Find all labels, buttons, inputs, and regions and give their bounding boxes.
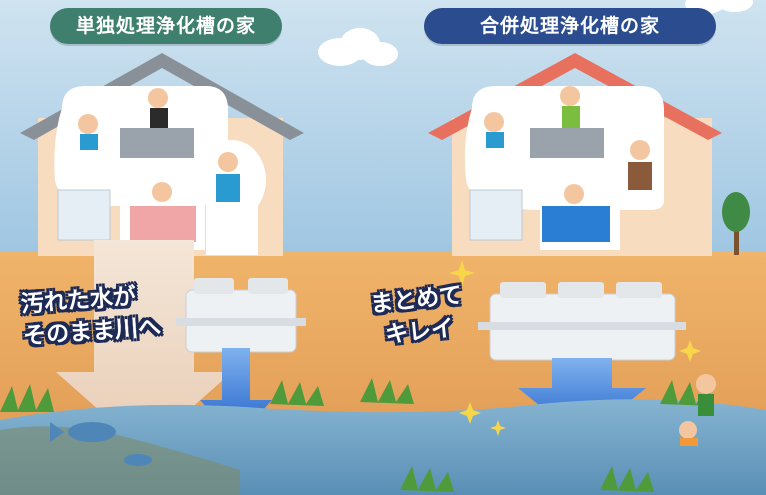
cloud	[318, 0, 753, 66]
bathtub	[130, 206, 196, 242]
person-icon	[78, 114, 98, 134]
kitchen-sink	[530, 128, 604, 158]
person-icon	[218, 152, 238, 172]
person-icon	[148, 88, 168, 108]
bathtub	[542, 206, 610, 242]
person-icon	[630, 140, 650, 160]
left-house-title: 単独処理浄化槽の家	[50, 8, 282, 44]
left-septic-tank	[176, 278, 306, 353]
person-icon	[152, 182, 172, 202]
kitchen-sink	[120, 128, 194, 158]
washing-machine	[469, 189, 523, 241]
left-house	[20, 53, 304, 256]
swimming-kids	[679, 374, 716, 446]
right-house	[428, 53, 722, 256]
right-septic-tank	[478, 282, 686, 361]
toilet	[216, 174, 240, 202]
dirty-water-callout: 汚れた水が そのまま川へ	[20, 279, 162, 352]
right-house-title: 合併処理浄化槽の家	[424, 8, 716, 44]
person-icon	[560, 86, 580, 106]
person-icon	[484, 112, 504, 132]
toilet	[628, 162, 652, 190]
sparkle-icon	[449, 260, 701, 436]
tree-icon	[722, 192, 750, 255]
dead-fish-icon	[50, 422, 152, 466]
clean-water-callout: まとめて キレイ	[369, 279, 467, 352]
person-icon	[564, 184, 584, 204]
mud-bank	[0, 426, 240, 495]
clean-water-arrow	[518, 358, 646, 440]
washing-machine	[57, 189, 111, 241]
